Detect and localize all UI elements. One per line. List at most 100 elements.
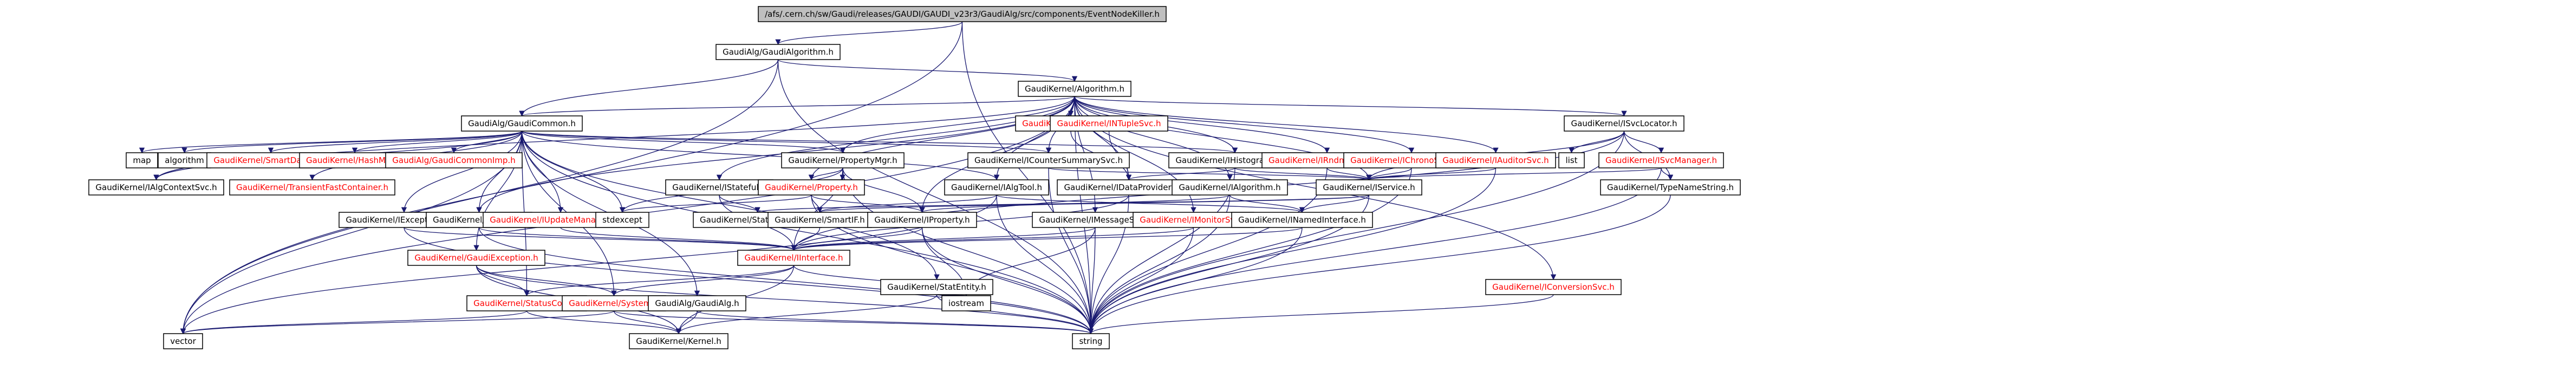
edge-gaudialg-to-kernel — [675, 310, 698, 335]
node-label: GaudiKernel/IAlgContextSvc.h — [95, 183, 217, 192]
node-label: GaudiKernel/SmartIF.h — [775, 215, 864, 225]
node-box — [880, 279, 993, 295]
node-ntuplesvc[interactable]: GaudiKernel/INTupleSvc.h — [1050, 115, 1168, 132]
node-kernel[interactable]: GaudiKernel/Kernel.h — [629, 333, 728, 349]
edge-inamedinterface-to-iinterface — [791, 227, 1303, 251]
edge-isvcmanager-to-iservice — [1366, 167, 1662, 181]
node-box — [1231, 212, 1373, 228]
edge-ialgtool-to-smartif — [817, 194, 997, 213]
node-label: GaudiKernel/ISvcManager.h — [1605, 155, 1717, 165]
node-isvcmanager[interactable]: GaudiKernel/ISvcManager.h — [1598, 152, 1724, 168]
node-label: map — [133, 155, 151, 165]
node-label: GaudiKernel/IInterface.h — [744, 253, 843, 263]
node-iproperty[interactable]: GaudiKernel/IProperty.h — [867, 212, 977, 228]
node-label: GaudiKernel/IAlgorithm.h — [1179, 183, 1280, 192]
node-icountersummarysvc[interactable]: GaudiKernel/ICounterSummarySvc.h — [967, 152, 1130, 168]
node-iinterface[interactable]: GaudiKernel/IInterface.h — [737, 250, 850, 266]
node-statentity[interactable]: GaudiKernel/StatEntity.h — [880, 279, 993, 295]
node-istatefull[interactable]: GaudiKernel/IStateful.h — [665, 179, 773, 196]
node-label: GaudiKernel/PropertyMgr.h — [788, 155, 897, 165]
node-box — [1018, 81, 1131, 97]
node-box — [163, 333, 203, 349]
node-stdexcept[interactable]: stdexcept — [595, 212, 649, 228]
edge-gaudialgorithm-to-algorithm — [777, 59, 1077, 82]
node-algorithm_std[interactable]: algorithm — [158, 152, 211, 168]
node-box — [88, 179, 224, 196]
node-label: GaudiKernel/System.h — [569, 298, 659, 308]
edge-iproperty-to-string — [921, 227, 1094, 335]
edge-iexceptionsvc-to-iinterface — [404, 227, 797, 251]
edge-gaudicommon-to-hashmap — [352, 131, 523, 154]
node-label: GaudiKernel/Kernel.h — [636, 336, 721, 346]
edge-root-to-string — [961, 21, 1094, 335]
node-ialgcontextsvc[interactable]: GaudiKernel/IAlgContextSvc.h — [88, 179, 224, 196]
node-label: GaudiKernel/GaudiException.h — [414, 253, 538, 263]
node-box — [1316, 179, 1422, 196]
edge-gaudialgorithm-to-gaudicommon — [519, 59, 779, 117]
node-label: GaudiKernel/IService.h — [1323, 183, 1415, 192]
edge-algorithm-to-isvclocator — [1074, 96, 1627, 117]
node-box — [737, 250, 850, 266]
node-propertymgr[interactable]: GaudiKernel/PropertyMgr.h — [781, 152, 905, 168]
edge-imessagesvc-to-string — [1088, 227, 1096, 335]
node-box — [1485, 279, 1622, 295]
node-gaudicommon[interactable]: GaudiAlg/GaudiCommon.h — [461, 115, 583, 132]
edge-algorithm-to-iauditorsvc — [1074, 96, 1499, 154]
node-box — [1558, 152, 1585, 168]
edge-gaudicommon-to-stdexcept — [521, 131, 626, 213]
node-label: GaudiKernel/INamedInterface.h — [1238, 215, 1366, 225]
edge-system-to-string — [613, 310, 1094, 335]
node-box — [767, 212, 872, 228]
edge-gaudialg-to-string — [697, 310, 1094, 335]
node-box — [781, 152, 905, 168]
node-gaudialg[interactable]: GaudiAlg/GaudiAlg.h — [648, 295, 746, 311]
node-vector[interactable]: vector — [163, 333, 203, 349]
edge-gaudicommon-to-propertymgr — [521, 131, 845, 154]
edge-gaudicommon-to-string — [521, 131, 1094, 335]
node-transientfastcontainer[interactable]: GaudiKernel/TransientFastContainer.h — [229, 179, 395, 196]
node-box — [461, 115, 583, 132]
node-algorithm[interactable]: GaudiKernel/Algorithm.h — [1018, 81, 1131, 97]
edge-gaudicommon-to-gaudiexception — [473, 131, 523, 251]
node-label: GaudiKernel/ISvcLocator.h — [1571, 119, 1677, 128]
node-gaudialgorithm[interactable]: GaudiAlg/GaudiAlgorithm.h — [715, 44, 841, 60]
edge-gaudiexception-to-statuscode — [476, 265, 530, 297]
edge-propertymgr-to-iproperty — [842, 167, 925, 213]
node-iauditorsvc[interactable]: GaudiKernel/IAuditorSvc.h — [1435, 152, 1556, 168]
node-label: GaudiKernel/ICounterSummarySvc.h — [974, 155, 1123, 165]
node-box — [1050, 115, 1168, 132]
node-ialgtool[interactable]: GaudiKernel/IAlgTool.h — [944, 179, 1049, 196]
node-inamedinterface[interactable]: GaudiKernel/INamedInterface.h — [1231, 212, 1373, 228]
node-ialgorithm[interactable]: GaudiKernel/IAlgorithm.h — [1172, 179, 1288, 196]
node-typenamestring[interactable]: GaudiKernel/TypeNameString.h — [1600, 179, 1741, 196]
edge-statuscode-to-kernel — [526, 310, 682, 335]
node-property[interactable]: GaudiKernel/Property.h — [758, 179, 865, 196]
node-iostream[interactable]: iostream — [941, 295, 991, 311]
node-isvclocator[interactable]: GaudiKernel/ISvcLocator.h — [1564, 115, 1684, 132]
node-label: GaudiKernel/IMonitorSvc.h — [1140, 215, 1247, 225]
node-box — [1072, 333, 1110, 349]
node-smartif[interactable]: GaudiKernel/SmartIF.h — [767, 212, 872, 228]
node-label: GaudiKernel/IAlgTool.h — [951, 183, 1042, 192]
node-iservice[interactable]: GaudiKernel/IService.h — [1316, 179, 1422, 196]
edge-algorithm-to-istatefull — [716, 96, 1075, 181]
node-label: GaudiKernel/TypeNameString.h — [1607, 183, 1734, 192]
node-gaudicommonimp[interactable]: GaudiAlg/GaudiCommonImp.h — [385, 152, 523, 168]
node-label: GaudiKernel/StatEntity.h — [887, 282, 986, 292]
edge-algorithm-to-gaudicommon — [519, 96, 1075, 117]
node-box — [648, 295, 746, 311]
node-map[interactable]: map — [126, 152, 158, 168]
node-list[interactable]: list — [1558, 152, 1585, 168]
node-iconversionsvc[interactable]: GaudiKernel/IConversionSvc.h — [1485, 279, 1622, 295]
edge-gaudicommon-to-vector — [180, 131, 523, 335]
edge-ialgorithm-to-iproperty — [919, 194, 1231, 213]
edge-ichronostatsvc-to-string — [1088, 167, 1412, 335]
edge-iauditorsvc-to-iservice — [1366, 167, 1497, 181]
edge-algorithm-to-propertymgr — [840, 96, 1075, 154]
edge-iservice-to-smartif — [817, 194, 1370, 213]
node-label: GaudiKernel/HashMap.h — [306, 155, 404, 165]
node-gaudiexception[interactable]: GaudiKernel/GaudiException.h — [407, 250, 545, 266]
node-box — [158, 152, 211, 168]
node-string[interactable]: string — [1072, 333, 1110, 349]
edge-iservice-to-inamedinterface — [1299, 194, 1370, 213]
